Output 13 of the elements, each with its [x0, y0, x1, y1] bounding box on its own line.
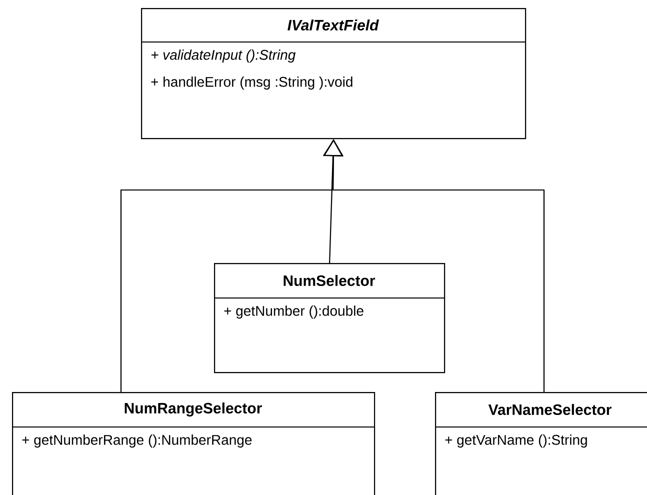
method-text: + getNumberRange ():NumberRange	[22, 434, 252, 448]
class-name: IValTextField	[288, 20, 379, 31]
class-name: VarNameSelector	[488, 404, 612, 415]
class-name: NumRangeSelector	[124, 402, 262, 417]
class-box	[435, 392, 647, 495]
class-box	[12, 392, 376, 495]
method-text: + getVarName ():String	[445, 434, 587, 448]
method-text: + getNumber ():double	[224, 306, 364, 319]
class-box	[141, 8, 526, 140]
method-text: + validateInput ():String	[151, 50, 296, 63]
class-name: NumSelector	[284, 275, 376, 286]
method-text: + handleError (msg :String ):void	[151, 76, 352, 90]
class-box	[214, 263, 446, 374]
